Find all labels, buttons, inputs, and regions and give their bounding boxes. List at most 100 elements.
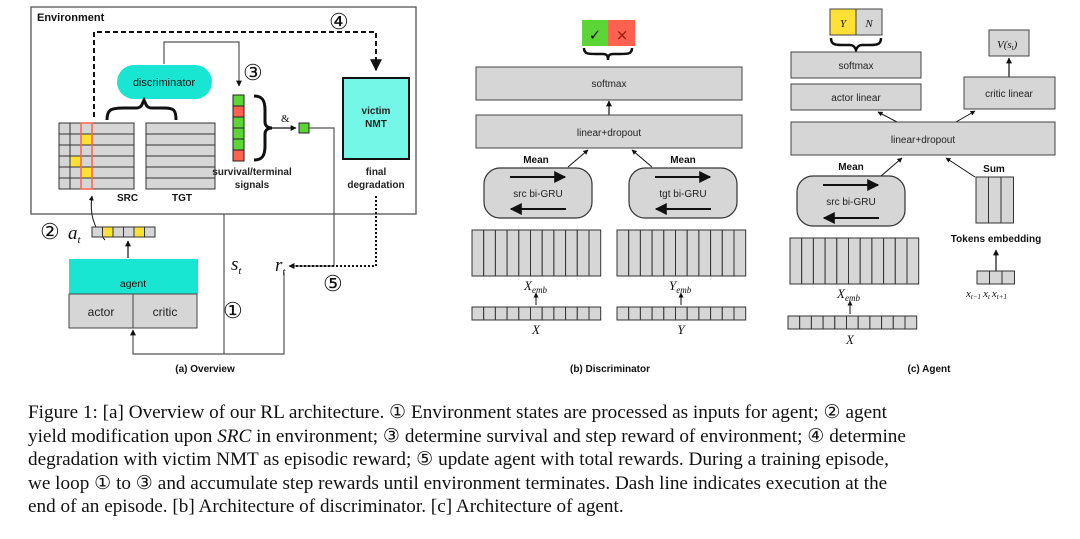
token-cell <box>506 306 520 321</box>
discriminator-label: discriminator <box>133 77 196 89</box>
src-cell <box>91 155 135 168</box>
step2-marker: ② <box>40 219 60 244</box>
output-brace-b <box>582 47 634 61</box>
actor-linear-label: actor linear <box>831 93 881 104</box>
action-cell <box>123 226 135 238</box>
combined-signal <box>298 122 310 134</box>
embedding-column <box>588 229 602 277</box>
x-emb-label-c: Xemb <box>836 286 860 303</box>
figure-canvas: Environment ④ ③ discriminator SRC TGT & … <box>30 6 1056 375</box>
src-bigru-label-b: src bi-GRU <box>513 189 562 200</box>
action-cell <box>112 226 124 238</box>
embedding-column <box>494 229 508 277</box>
caption-line-3: degradation with victim NMT as episodic … <box>28 449 889 471</box>
token-cell <box>869 315 883 330</box>
src-gru-to-linear-arrow <box>567 149 589 168</box>
embedding-column <box>565 229 578 277</box>
actor-label: actor <box>88 305 115 319</box>
signals-brace <box>253 94 273 162</box>
embedding-column <box>483 229 496 277</box>
token-cell <box>857 315 871 330</box>
step4-marker: ④ <box>329 9 349 34</box>
x-label-b: X <box>531 322 541 337</box>
x-emb-label-b: Xemb <box>523 278 547 295</box>
linear-to-critic-arrow <box>955 110 976 123</box>
src-cell <box>58 122 71 135</box>
discriminator-panel: ✓ × softmax linear+dropout Mean Mean src… <box>471 20 747 375</box>
selected-token-column <box>80 122 93 190</box>
action-cell <box>91 226 103 238</box>
token-cell <box>892 315 906 330</box>
token-cell <box>904 315 918 330</box>
critic-linear-box <box>963 76 1056 110</box>
token-cell <box>787 315 801 330</box>
src-cell <box>80 133 93 146</box>
token-cell <box>639 306 653 321</box>
agent-subcaption: (c) Agent <box>908 364 952 375</box>
step3-marker: ③ <box>243 60 263 85</box>
environment-label: Environment <box>37 12 105 24</box>
caption-line-5: end of an episode. [b] Architecture of d… <box>28 496 624 518</box>
signal-cell <box>232 116 245 129</box>
embedding-column <box>518 229 531 277</box>
value-label: V(st) <box>997 39 1018 52</box>
token-cell <box>616 306 630 321</box>
token-cell <box>518 306 531 321</box>
embedding-column <box>553 229 567 277</box>
token-cell <box>721 306 735 321</box>
embedding-column <box>848 237 861 285</box>
token-cell <box>799 315 812 330</box>
signals-label-line1: survival/terminal <box>212 167 292 178</box>
action-cell <box>102 226 114 238</box>
src-cell <box>69 166 82 179</box>
embedding-column <box>506 229 520 277</box>
actor-linear-box <box>790 83 922 111</box>
episodic-dashed-path <box>93 31 382 117</box>
tgt-label: TGT <box>172 193 192 204</box>
accept-output <box>582 20 608 46</box>
tgt-cell <box>145 144 216 157</box>
src-cell <box>80 166 93 179</box>
x-tokens-c <box>787 315 918 330</box>
discriminator-to-signals-line <box>163 41 242 87</box>
sum-to-linear-arrow <box>945 157 976 178</box>
signal-cell <box>232 127 245 140</box>
token-cell <box>576 306 590 321</box>
token-cell <box>651 306 665 321</box>
x-embedding-block-c <box>789 237 920 285</box>
overview-subcaption: (a) Overview <box>175 364 235 375</box>
token-cell <box>810 315 824 330</box>
linear-dropout-label-b: linear+dropout <box>577 128 641 139</box>
src-cell <box>80 177 93 190</box>
token-cell <box>834 315 847 330</box>
embedding-column <box>471 229 485 277</box>
embedding-column <box>988 176 1002 224</box>
embedding-column <box>906 237 920 285</box>
y-emb-label: Yemb <box>669 278 692 295</box>
action-label: at <box>68 223 82 246</box>
embedding-column <box>651 229 665 277</box>
tgt-grid <box>145 122 216 190</box>
sum-embedding-block <box>975 176 1014 224</box>
discriminator-subcaption: (b) Discriminator <box>570 364 650 375</box>
embedding-column <box>1000 176 1014 224</box>
tgt-cell <box>145 122 216 135</box>
token-cell <box>565 306 578 321</box>
x-tokens-b <box>471 306 602 321</box>
no-label: N <box>864 18 873 30</box>
token-cell <box>628 306 641 321</box>
actor-box <box>68 293 134 329</box>
x-label-c: X <box>845 332 855 347</box>
tgt-cell <box>145 133 216 146</box>
state-label: st <box>231 254 242 277</box>
embedding-column <box>675 229 688 277</box>
src-gru-to-linear-arrow-c <box>880 157 903 177</box>
embedding-column <box>616 229 630 277</box>
signal-cell <box>232 105 245 118</box>
caption-line-2: yield modification upon SRC in environme… <box>28 425 906 447</box>
cross-icon: × <box>616 26 629 44</box>
mean-label-c: Mean <box>838 162 864 173</box>
agent-label: agent <box>120 278 146 290</box>
embedding-column <box>628 229 641 277</box>
